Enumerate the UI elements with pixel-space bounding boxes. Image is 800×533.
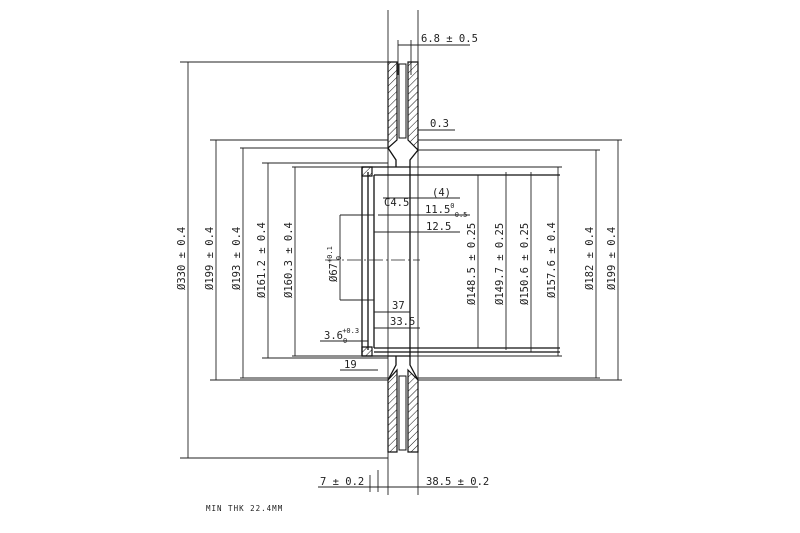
dim-d-182: Ø182 ± 0.4 [584,227,596,290]
min-thickness-note: MIN THK 22.4MM [206,504,283,513]
dim-depth-c: 37 [392,300,405,312]
dim-d-161: Ø161.2 ± 0.4 [256,222,268,298]
lower-ring-section-2 [407,368,419,453]
dim-chamfer: C4.5 [384,197,409,209]
dim-total-height: 38.5 ± 0.2 [426,476,489,488]
dim-d-bore: Ø67+0.10 [326,246,343,282]
dim-depth-d: 33.5 [390,316,415,328]
lower-neck [387,356,419,381]
upper-neck [387,147,419,167]
dim-d-150: Ø150.6 ± 0.25 [519,223,531,305]
upper-ring-section [387,61,398,150]
right-diameter-lines [410,139,622,381]
dim-step: 19 [344,359,357,371]
upper-vent [398,63,407,139]
hat-inner [367,172,375,350]
dim-d-149: Ø149.7 ± 0.25 [494,223,506,305]
dim-d-199-left: Ø199 ± 0.4 [204,227,216,290]
dim-chamfer-qty: (4) [432,187,451,199]
dim-d-199-right: Ø199 ± 0.4 [606,227,618,290]
dim-d-157: Ø157.6 ± 0.4 [546,222,558,298]
dim-depth-a: 11.50-0.5 [425,202,467,219]
dim-d-148: Ø148.5 ± 0.25 [466,223,478,305]
dim-plate-thk: 7 ± 0.2 [320,476,364,488]
lower-vent [398,375,407,451]
dim-lip: 3.60+0.3 [324,327,359,345]
dim-d-outer: Ø330 ± 0.4 [176,227,188,290]
left-diameter-lines [180,61,388,459]
dim-d-160: Ø160.3 ± 0.4 [283,222,295,298]
dim-d-193: Ø193 ± 0.4 [231,227,243,290]
leader-lines [318,44,478,488]
dim-depth-b: 12.5 [426,221,451,233]
hat-corner-bottom [361,346,373,357]
dim-offset-gap: 0.3 [430,118,449,130]
upper-ring-section-2 [407,61,419,152]
hat-corner-top [361,166,373,177]
lower-ring-section [387,368,398,453]
dim-hub-thickness: 6.8 ± 0.5 [421,33,478,45]
